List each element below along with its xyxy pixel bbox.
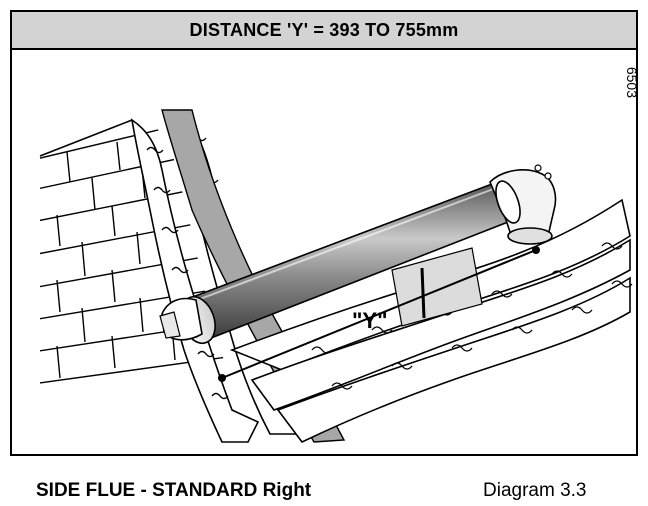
diagram-caption: SIDE FLUE - STANDARD Right xyxy=(36,480,312,501)
diagram-reference: Diagram 3.3 xyxy=(483,480,587,501)
header-band: DISTANCE 'Y' = 393 TO 755mm xyxy=(12,12,636,50)
dimension-line-y: "Y" xyxy=(218,246,540,382)
flue-pipe xyxy=(159,164,557,345)
vertical-marker xyxy=(420,267,426,319)
diagram-frame: DISTANCE 'Y' = 393 TO 755mm 6503 xyxy=(10,10,638,456)
inner-wall-panel xyxy=(391,247,483,327)
dimension-label-y: "Y" xyxy=(352,308,388,333)
side-wall-hatching xyxy=(311,242,633,390)
distance-title: DISTANCE 'Y' = 393 TO 755mm xyxy=(189,19,459,40)
flue-illustration: "Y" xyxy=(39,109,633,444)
